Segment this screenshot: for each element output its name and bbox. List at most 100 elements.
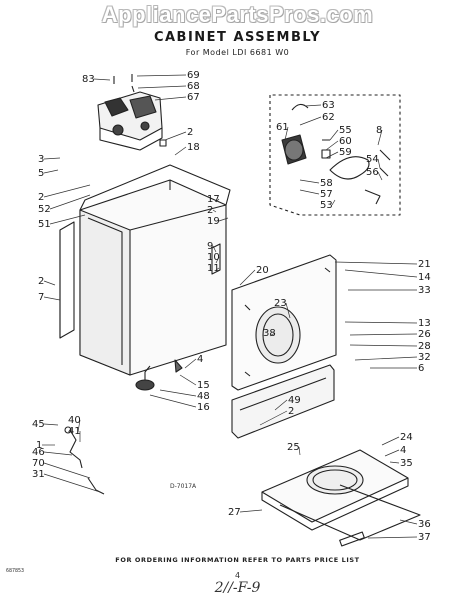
callout-label: 16 bbox=[197, 402, 210, 413]
print-code: 687853 bbox=[6, 568, 25, 574]
callout-label: 33 bbox=[418, 285, 431, 296]
leader-line bbox=[381, 436, 400, 446]
callout-label: 7 bbox=[38, 292, 44, 303]
leader-line bbox=[154, 96, 187, 101]
leader-line bbox=[299, 189, 320, 195]
leader-line bbox=[298, 446, 301, 456]
callout-label: 40 bbox=[68, 415, 81, 426]
callout-label: 15 bbox=[197, 380, 210, 391]
callout-label: 56 bbox=[366, 167, 379, 178]
leader-line bbox=[49, 194, 91, 210]
callout-label: 62 bbox=[322, 112, 335, 123]
handwritten-note: 2//-F-9 bbox=[214, 580, 261, 596]
leader-line bbox=[354, 356, 418, 361]
callout-label: 9 bbox=[207, 241, 213, 252]
callout-label: 25 bbox=[287, 442, 300, 453]
callout-label: 49 bbox=[288, 395, 301, 406]
callout-label: 2 bbox=[288, 406, 294, 417]
leader-line bbox=[274, 399, 288, 411]
diagram-subtitle: For Model LDI 6681 W0 bbox=[185, 48, 290, 57]
callout-label: 28 bbox=[418, 341, 431, 352]
callout-label: 57 bbox=[320, 189, 333, 200]
callout-label: 11 bbox=[207, 263, 220, 274]
leader-line bbox=[174, 146, 187, 156]
leader-line bbox=[367, 536, 418, 539]
callout-label: 70 bbox=[32, 458, 45, 469]
callout-label: 52 bbox=[38, 204, 51, 215]
diagram-number: D-7017A bbox=[170, 483, 197, 490]
callout-label: 36 bbox=[418, 519, 431, 530]
callout-label: 26 bbox=[418, 329, 431, 340]
callout-label: 32 bbox=[418, 352, 431, 363]
leader-line bbox=[212, 245, 217, 253]
callout-label: 1 bbox=[36, 440, 42, 451]
leader-line bbox=[299, 179, 320, 184]
callout-label: 2 bbox=[38, 276, 44, 287]
page-mark: 4 bbox=[234, 571, 241, 580]
leader-line bbox=[77, 419, 81, 433]
leader-line bbox=[325, 140, 339, 151]
callout-label: 61 bbox=[276, 122, 289, 133]
callout-label: 41 bbox=[68, 426, 81, 437]
leader-line bbox=[304, 104, 322, 107]
leader-line bbox=[43, 462, 91, 479]
leader-line bbox=[212, 209, 217, 213]
callout-label: 63 bbox=[322, 100, 335, 111]
diagram-title: CABINET ASSEMBLY bbox=[153, 30, 322, 45]
leader-line bbox=[43, 157, 61, 160]
ordering-note: FOR ORDERING INFORMATION REFER TO PARTS … bbox=[115, 556, 360, 564]
callout-label: 20 bbox=[256, 265, 269, 276]
callout-label: 18 bbox=[187, 142, 200, 153]
leader-line bbox=[384, 449, 400, 457]
leader-line bbox=[179, 374, 197, 386]
callout-label: 68 bbox=[187, 81, 200, 92]
callout-label: 13 bbox=[418, 318, 431, 329]
leader-line bbox=[184, 358, 197, 369]
leader-line bbox=[239, 269, 256, 286]
leader-line bbox=[285, 302, 291, 319]
leader-line bbox=[269, 332, 276, 337]
callout-label: 23 bbox=[274, 298, 287, 309]
callout-label: 4 bbox=[197, 354, 203, 365]
leader-line bbox=[215, 256, 220, 264]
callout-label: 67 bbox=[187, 92, 200, 103]
callout-label: 6 bbox=[418, 363, 424, 374]
leader-line bbox=[334, 261, 418, 265]
callout-label: 45 bbox=[32, 419, 45, 430]
callout-label: 51 bbox=[38, 219, 51, 230]
leader-line bbox=[136, 74, 187, 77]
leader-line bbox=[43, 423, 59, 426]
leader-line bbox=[284, 126, 289, 141]
callout-label: 59 bbox=[339, 147, 352, 158]
leader-line bbox=[299, 116, 322, 126]
callout-label: 55 bbox=[339, 125, 352, 136]
leader-line bbox=[325, 151, 339, 159]
callout-label: 21 bbox=[418, 259, 431, 270]
leader-line bbox=[215, 267, 220, 271]
leader-line bbox=[218, 217, 229, 222]
leader-line bbox=[344, 269, 418, 278]
callout-label: 48 bbox=[197, 391, 210, 402]
leader-line bbox=[43, 473, 101, 493]
leader-line bbox=[149, 394, 197, 408]
leader-line bbox=[43, 451, 73, 456]
leader-line bbox=[159, 389, 197, 397]
leader-line bbox=[93, 78, 111, 81]
leader-line bbox=[239, 509, 263, 513]
callout-label: 31 bbox=[32, 469, 45, 480]
leader-line bbox=[377, 171, 383, 181]
callout-label: 60 bbox=[339, 136, 352, 147]
callout-label: 17 bbox=[207, 194, 220, 205]
callout-label: 4 bbox=[400, 445, 406, 456]
callout-label: 2 bbox=[38, 192, 44, 203]
callout-label: 8 bbox=[376, 125, 382, 136]
callout-label: 27 bbox=[228, 507, 241, 518]
leader-line bbox=[349, 344, 418, 347]
leader-line bbox=[43, 184, 91, 198]
watermark: AppliancePartsPros.com bbox=[101, 2, 374, 27]
callout-label: 5 bbox=[38, 168, 44, 179]
callout-label: 14 bbox=[418, 272, 431, 283]
